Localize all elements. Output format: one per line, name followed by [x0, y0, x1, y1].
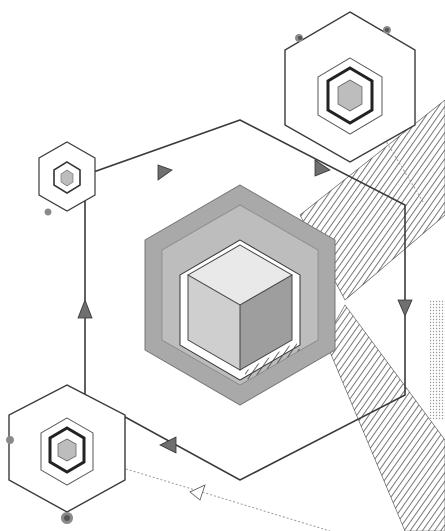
triangle-arrowhead-icon [157, 164, 173, 181]
node-left-small [38, 141, 96, 216]
triangle-arrowhead-icon [314, 159, 331, 177]
triangle-arrowhead-icon [77, 298, 93, 319]
hexagon-bead-icon [44, 208, 52, 216]
dotted-connector-bottom-left [79, 454, 331, 531]
dotted-edge-strip [430, 300, 445, 420]
hexagon-bead-icon [6, 436, 14, 444]
node-top-right [284, 11, 416, 163]
cube-icon [186, 244, 300, 380]
triangle-arrowhead-icon [159, 436, 177, 454]
triangle-arrowhead-icon [189, 484, 206, 501]
node-bottom-left [6, 384, 126, 524]
striped-band-lower [324, 304, 445, 531]
triangle-arrowhead-icon [397, 299, 413, 317]
